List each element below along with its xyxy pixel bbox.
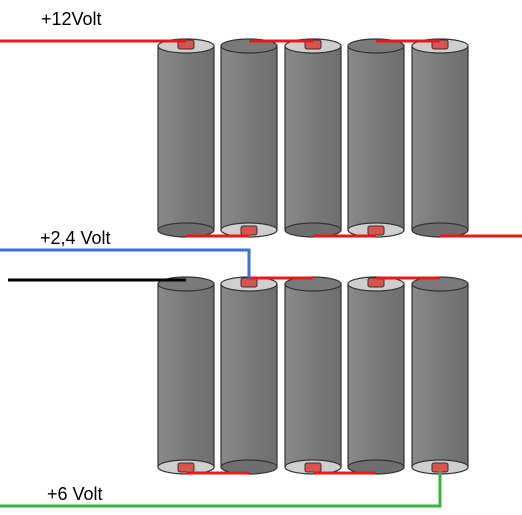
bottom-cell-3 xyxy=(284,276,342,475)
top-cell-5 xyxy=(411,38,469,238)
top-cell-2-terminal xyxy=(240,225,258,236)
bottom-cell-3-terminal xyxy=(304,462,322,473)
wire-plus6 xyxy=(0,471,442,508)
bottom-cell-4 xyxy=(347,276,405,475)
bottom-cell-1-terminal xyxy=(177,462,195,473)
top-row-wiring xyxy=(0,39,522,238)
top-cell-3 xyxy=(284,38,342,238)
top-cell-2 xyxy=(220,38,278,238)
bottom-cell-5-terminal xyxy=(431,462,449,473)
top-cell-4 xyxy=(347,38,405,238)
bottom-cell-5 xyxy=(411,276,469,475)
bottom-cell-1 xyxy=(157,276,215,475)
top-cell-4-terminal xyxy=(367,225,385,236)
label-plus24: +2,4 Volt xyxy=(40,228,111,248)
label-plus12: +12Volt xyxy=(41,9,102,29)
label-plus6: +6 Volt xyxy=(47,484,103,504)
top-cell-1 xyxy=(157,38,215,238)
bottom-row-wiring xyxy=(0,248,442,508)
bottom-cell-2 xyxy=(220,276,278,475)
wire-plus24 xyxy=(0,248,251,280)
